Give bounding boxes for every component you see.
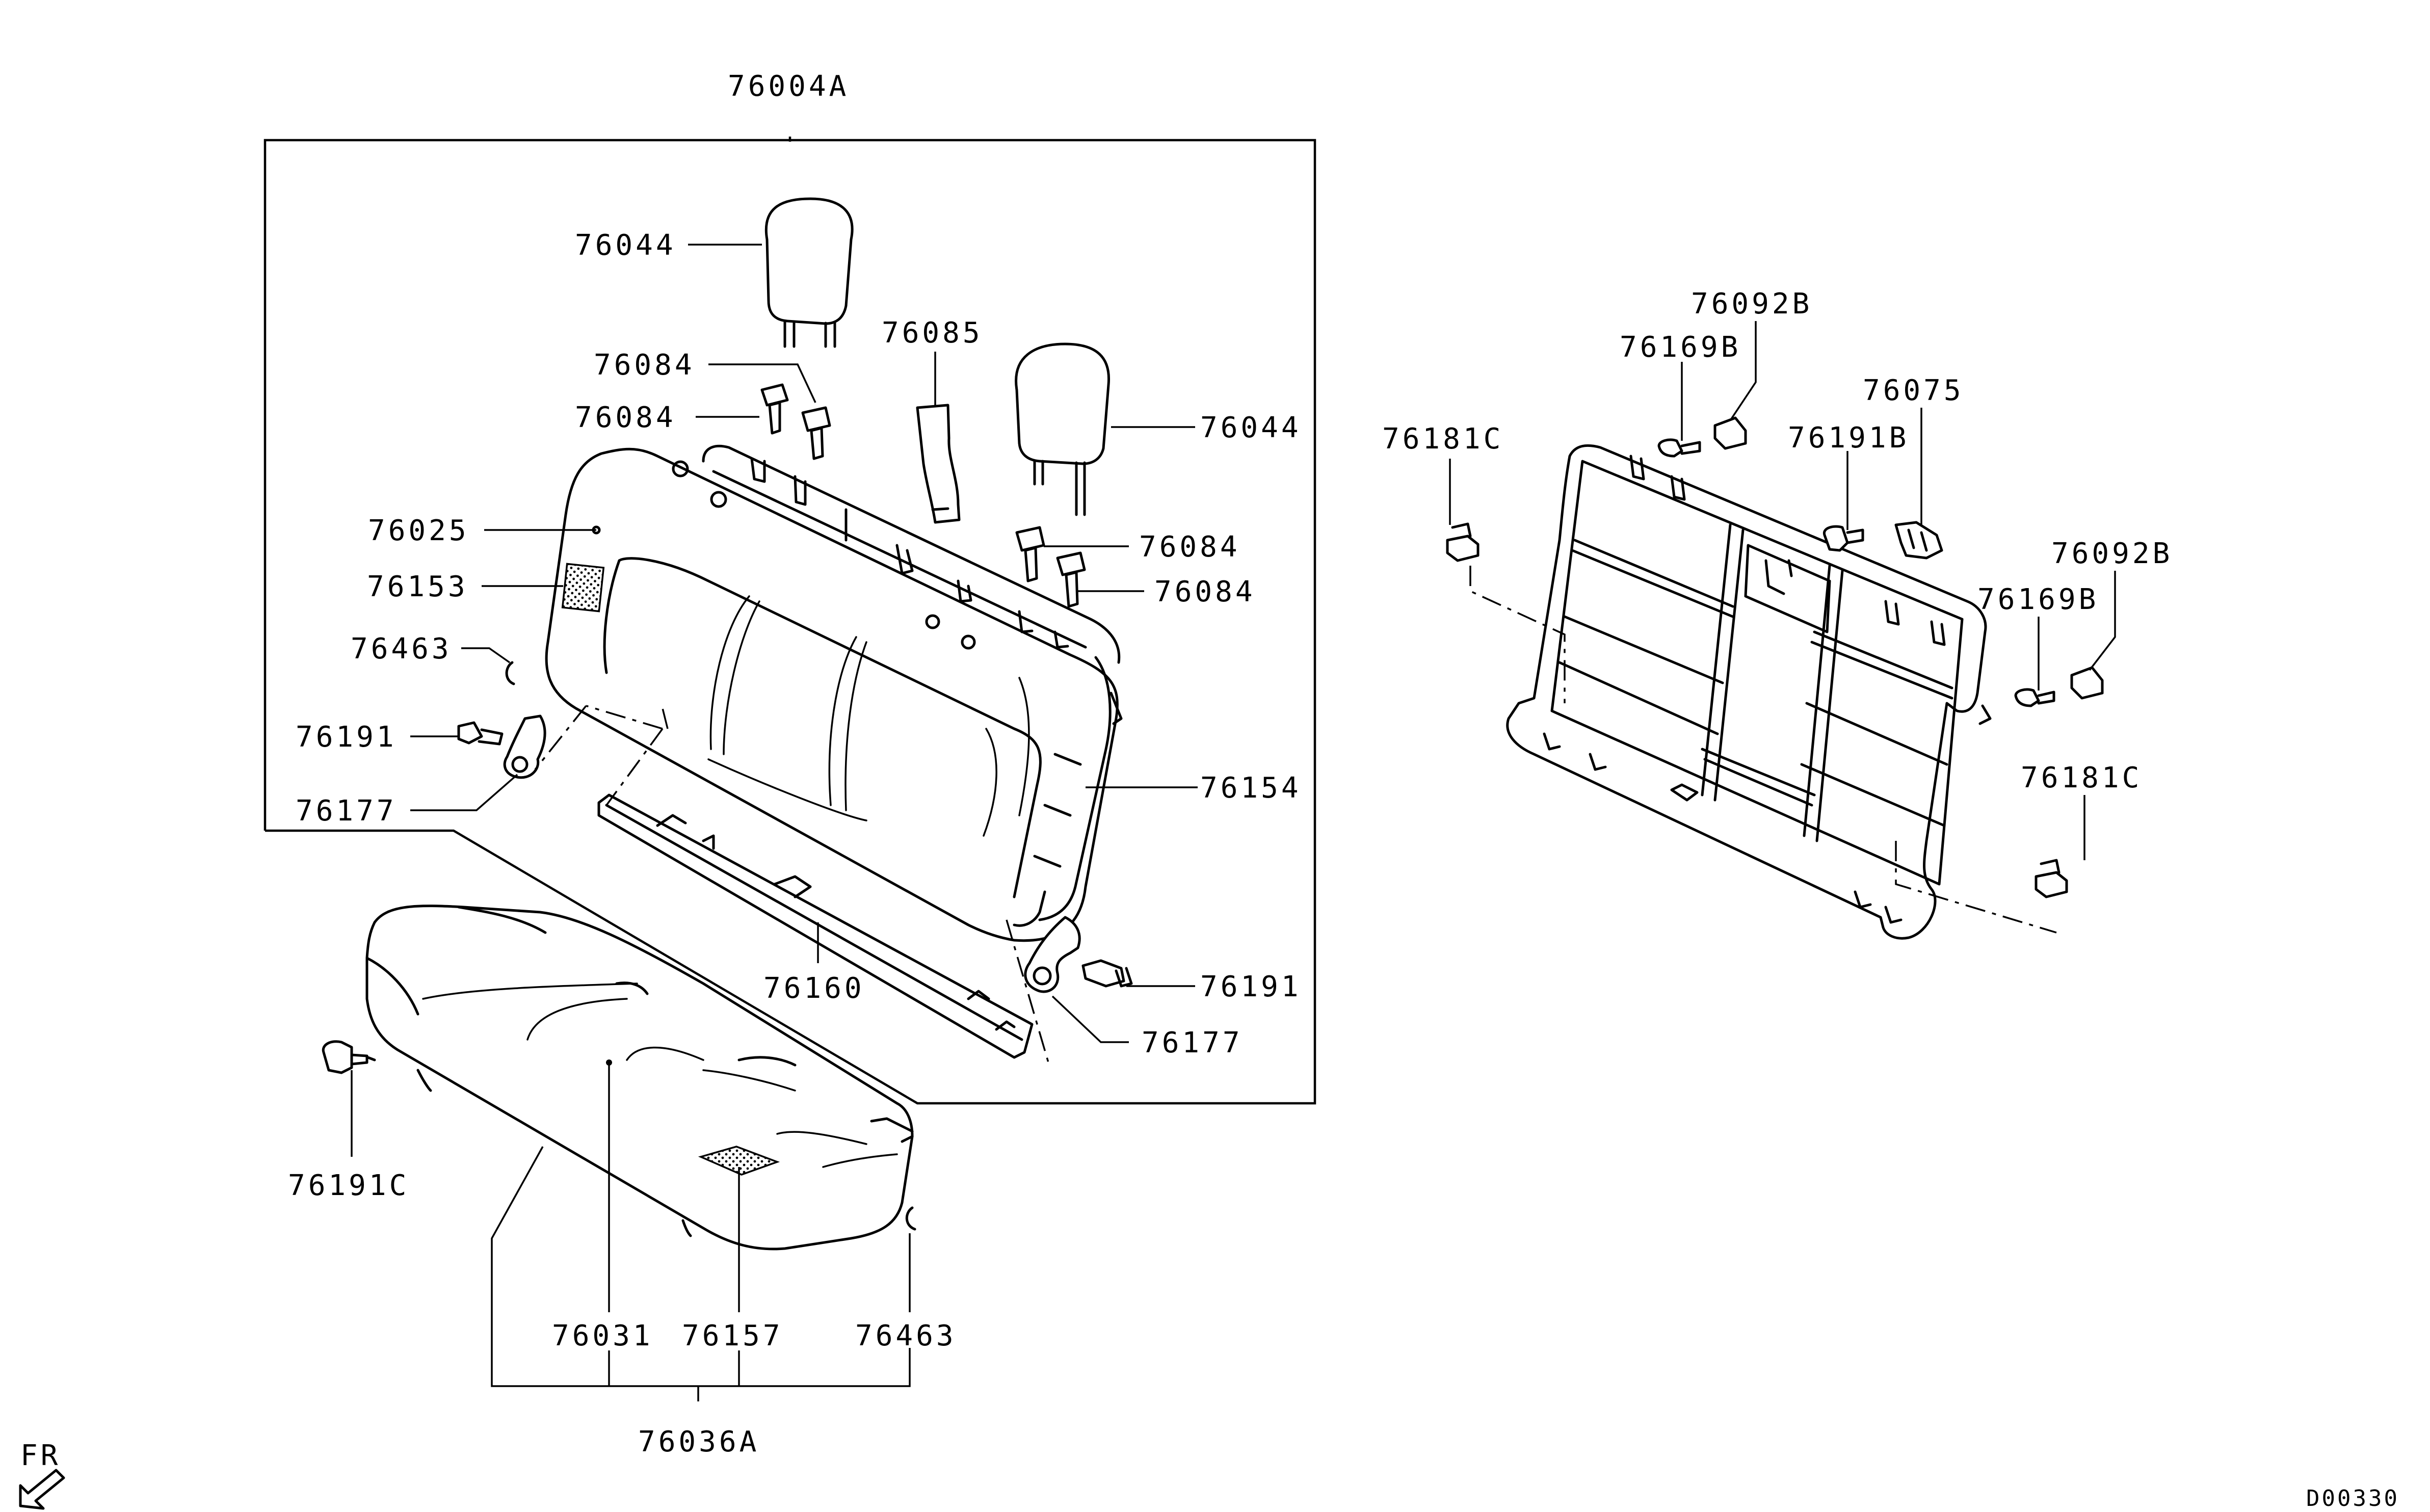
guide-3: [1015, 526, 1045, 582]
back-hinge-right: [1024, 916, 1081, 993]
front-indicator-label: FR: [20, 1439, 61, 1472]
guide-4: [1056, 551, 1086, 608]
back-bolt-left: [457, 721, 504, 746]
seat-cushion: [365, 905, 914, 1251]
headrest-guides: [760, 383, 1086, 608]
label-76181C-right: 76181C: [2021, 761, 2142, 794]
label-76044-right: 76044: [1200, 411, 1302, 444]
label-76191-right: 76191: [1200, 970, 1302, 1003]
frame-dash-lines: [1469, 566, 2057, 934]
headrest-right: [1015, 342, 1111, 516]
label-76084-2: 76084: [575, 401, 676, 434]
frame-nut-left: [1446, 522, 1480, 562]
label-76084-3: 76084: [1139, 530, 1240, 564]
label-76085: 76085: [882, 316, 983, 350]
label-76160: 76160: [763, 972, 865, 1005]
frame-bolt: [1822, 525, 1864, 552]
label-76092B-1: 76092B: [1691, 287, 1812, 321]
guide-1: [760, 383, 789, 435]
label-76191C: 76191C: [288, 1169, 409, 1202]
label-76169B-1: 76169B: [1620, 331, 1741, 364]
cushion-heater-pad: [698, 1146, 780, 1176]
back-bolt-right: [1081, 959, 1133, 988]
label-76036A: 76036A: [638, 1425, 759, 1458]
seat-back-frame: [1506, 444, 1992, 940]
front-arrow-icon: [19, 1469, 65, 1510]
front-direction-indicator: FR: [19, 1439, 65, 1510]
cushion-bolt: [322, 1040, 376, 1074]
label-76191-left: 76191: [296, 721, 397, 754]
label-76084-4: 76084: [1154, 575, 1256, 608]
label-76084-1: 76084: [594, 349, 695, 382]
label-76177-left: 76177: [296, 794, 397, 828]
back-heater-pad: [561, 563, 605, 613]
label-76463-cushion: 76463: [855, 1319, 957, 1352]
label-76153: 76153: [367, 570, 468, 603]
frame-screw-2: [2014, 688, 2055, 707]
label-76154: 76154: [1200, 772, 1302, 805]
seatback: [545, 444, 1123, 942]
back-lower-bar: [597, 793, 1034, 1059]
leader-lines: [351, 244, 2116, 1401]
drawing-number: D00330: [2306, 1486, 2399, 1511]
label-76169B-2: 76169B: [1977, 583, 2099, 616]
cushion-hog-ring: [905, 1206, 916, 1231]
label-76044-left: 76044: [575, 229, 676, 262]
label-76004A: 76004A: [728, 70, 849, 103]
frame-screw-1: [1657, 438, 1701, 458]
label-76463-back: 76463: [351, 632, 452, 666]
label-76031: 76031: [552, 1319, 653, 1352]
frame-cap-1: [1713, 416, 1747, 450]
label-76157: 76157: [682, 1319, 783, 1352]
label-76177-right: 76177: [1142, 1026, 1243, 1059]
frame-bracket: [1894, 521, 1943, 560]
label-76191B: 76191B: [1788, 421, 1909, 455]
label-76075: 76075: [1863, 374, 1964, 407]
belt-guide: [916, 404, 961, 524]
label-76025: 76025: [368, 514, 469, 547]
headrest-left: [764, 197, 854, 348]
back-hog-ring: [505, 661, 515, 685]
frame-nut-right: [2035, 859, 2068, 898]
assembly-dash-lines: [534, 705, 1051, 1068]
back-hinge-left: [503, 714, 546, 779]
label-76092B-2: 76092B: [2051, 537, 2173, 570]
frame-cap-2: [2070, 666, 2104, 700]
callout-labels: 76004A 76044 76084 76084 76085 76044 760…: [288, 70, 2173, 1458]
label-76181C-left: 76181C: [1382, 422, 1503, 456]
backrest-group-outline: [263, 137, 1316, 1105]
guide-2: [801, 406, 831, 460]
